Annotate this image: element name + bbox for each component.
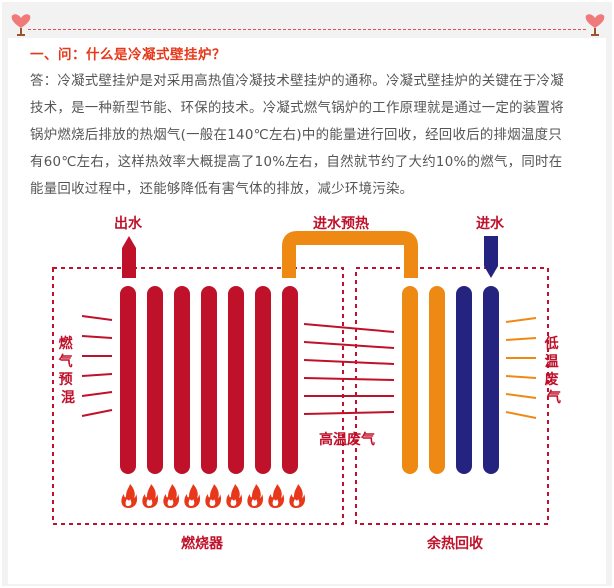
water-in-arrow bbox=[484, 236, 498, 278]
orange-preheat-tube bbox=[402, 286, 418, 474]
answer-paragraph: 答：冷凝式壁挂炉是对采用高热值冷凝技术壁挂炉的通称。冷凝式壁挂炉的关键在于冷凝 … bbox=[30, 68, 592, 203]
gas-mix-char: 燃 bbox=[59, 335, 74, 352]
flame-icon bbox=[247, 484, 264, 508]
answer-line: 有60℃左右，这样热效率大概提高了10%左右，自然就节约了大约10%的燃气，同时… bbox=[30, 155, 563, 170]
low-temp-exhaust-lines bbox=[505, 317, 537, 419]
svg-text:低 温 废 气: 低 温 废 气 bbox=[544, 335, 564, 406]
answer-line: 技术，是一种新型节能、环保的技术。冷凝式燃气锅炉的工作原理就是通过一定的装置将 bbox=[30, 101, 564, 116]
orange-preheat-tube bbox=[429, 286, 445, 474]
answer-line: 答：冷凝式壁挂炉是对采用高热值冷凝技术壁挂炉的通称。冷凝式壁挂炉的关键在于冷凝 bbox=[30, 74, 564, 89]
low-temp-exhaust-char: 废 bbox=[545, 371, 559, 388]
red-water-tube bbox=[255, 286, 271, 474]
navy-inlet-tube bbox=[456, 286, 472, 474]
content-panel bbox=[8, 38, 606, 584]
low-temp-exhaust-char: 温 bbox=[545, 354, 559, 370]
flame-icon bbox=[226, 484, 243, 508]
question-heading: 一、问：什么是冷凝式壁挂炉？ bbox=[30, 47, 226, 63]
red-water-tube bbox=[174, 286, 190, 474]
top-divider bbox=[28, 29, 586, 30]
navy-inlet-tube bbox=[483, 286, 499, 474]
flame-icon bbox=[268, 484, 285, 508]
label-high-temp-exhaust: 高温废气 bbox=[319, 431, 375, 448]
low-temp-exhaust-char: 气 bbox=[546, 389, 561, 406]
red-water-tube bbox=[201, 286, 217, 474]
label-water-out: 出水 bbox=[114, 215, 143, 232]
label-water-preheat: 进水预热 bbox=[313, 215, 369, 232]
flame-icon bbox=[289, 484, 306, 508]
flame-icon bbox=[142, 484, 159, 508]
label-water-in: 进水 bbox=[476, 215, 505, 232]
flame-icon bbox=[163, 484, 180, 508]
water-out-arrow bbox=[122, 236, 136, 278]
gas-mix-flow-lines bbox=[81, 315, 113, 417]
gas-mix-char: 混 bbox=[61, 390, 75, 406]
answer-line: 能量回收过程中，还能够降低有害气体的排放，减少环境污染。 bbox=[30, 182, 414, 197]
flame-icon bbox=[184, 484, 201, 508]
red-water-tube bbox=[120, 286, 136, 474]
gas-mix-char: 预 bbox=[59, 372, 73, 388]
burner-flames bbox=[121, 484, 306, 508]
condensing-boiler-diagram: 出水 进水预热 进水 bbox=[52, 215, 564, 552]
svg-text:燃 气 预 混: 燃 气 预 混 bbox=[58, 335, 78, 406]
burner-section-box bbox=[52, 267, 344, 525]
label-burner: 燃烧器 bbox=[181, 535, 224, 552]
red-water-tube bbox=[228, 286, 244, 474]
gas-mix-char: 气 bbox=[58, 353, 73, 370]
flame-icon bbox=[121, 484, 138, 508]
preheat-pipe bbox=[282, 231, 418, 278]
flame-icon bbox=[205, 484, 222, 508]
red-water-tube bbox=[147, 286, 163, 474]
label-heat-recovery: 余热回收 bbox=[426, 535, 484, 552]
tree-heart-icon-right bbox=[585, 14, 605, 36]
answer-line: 锅炉燃烧后排放的热烟气(一般在140℃左右)中的能量进行回收，经回收后的排烟温度… bbox=[30, 128, 563, 143]
red-water-tube bbox=[282, 286, 298, 474]
tree-heart-icon-left bbox=[11, 14, 31, 36]
low-temp-exhaust-char: 低 bbox=[544, 335, 559, 352]
high-temp-exhaust-lines bbox=[303, 323, 395, 415]
